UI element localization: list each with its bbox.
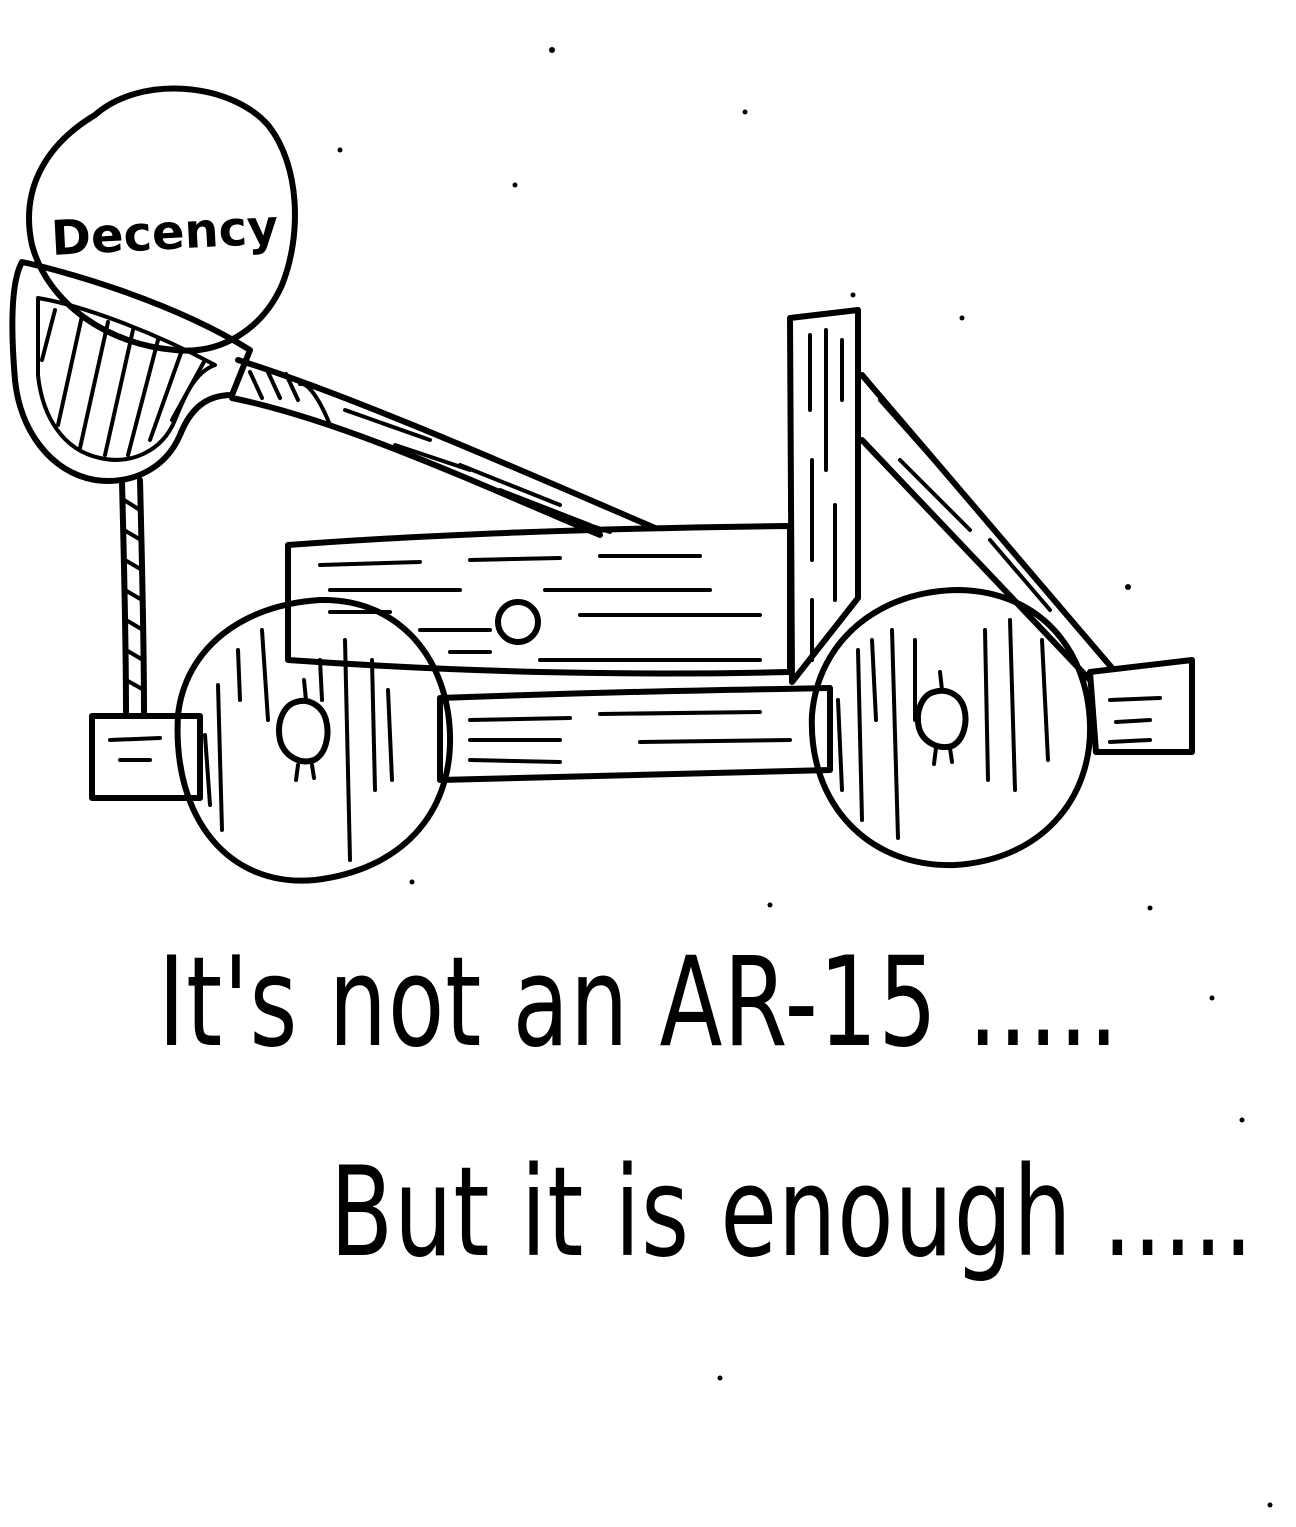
catapult-upper-beam	[285, 523, 793, 677]
catapult-lower-beam	[89, 657, 1195, 801]
catapult-upright	[787, 307, 861, 685]
right-wheel	[808, 587, 1094, 869]
caption-line-1: It's not an AR-15 .....	[158, 930, 1120, 1075]
left-wheel	[174, 596, 454, 884]
catapult-rope	[119, 477, 147, 715]
catapult-arm	[229, 357, 658, 538]
bucket-hatching	[40, 308, 207, 457]
boulder-label: Decency	[50, 199, 280, 267]
axle-hole	[495, 599, 541, 645]
paper-specks	[337, 47, 1273, 1508]
catapult-brace	[859, 372, 1115, 683]
catapult-bucket	[9, 259, 253, 484]
caption-line-2: But it is enough .....	[330, 1140, 1255, 1285]
boulder: Decency	[26, 85, 298, 354]
